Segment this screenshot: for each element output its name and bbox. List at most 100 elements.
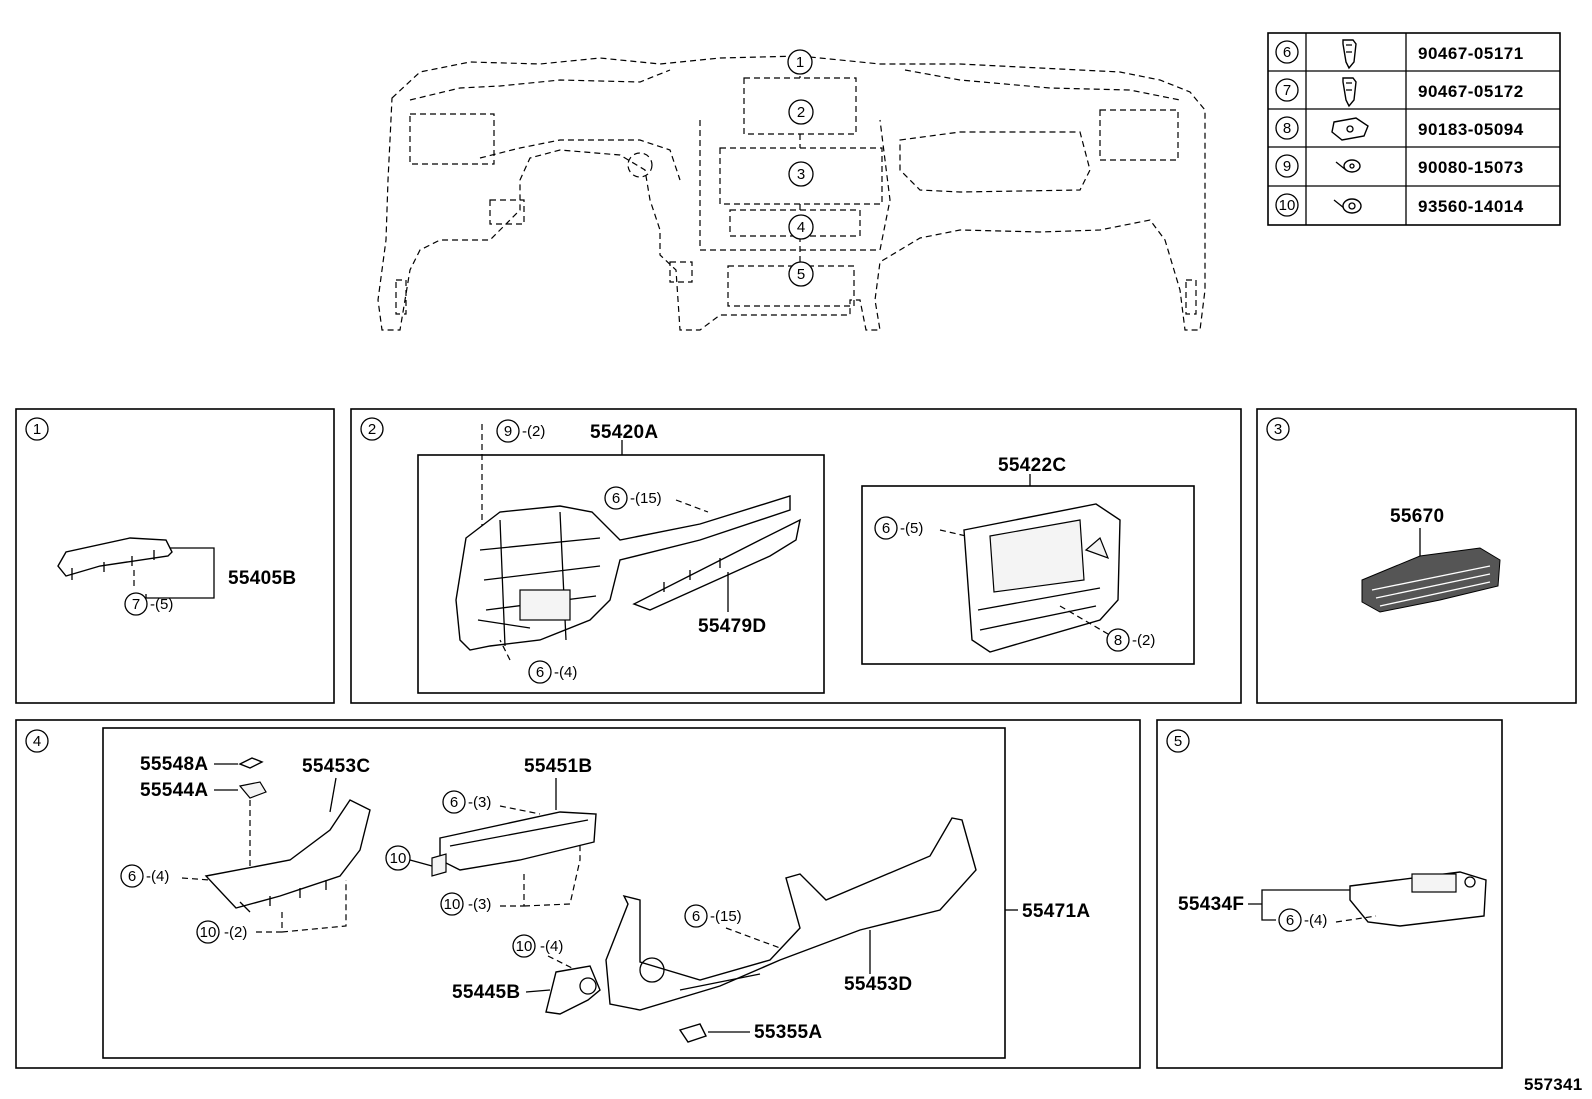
callout-number: 9: [1283, 158, 1291, 175]
svg-text:-(4): -(4): [1304, 912, 1327, 929]
panel-number-3: 3: [1266, 417, 1290, 441]
fastener-row-7[interactable]: 7 90467-05172: [1275, 77, 1524, 108]
part-55405B-drawing[interactable]: [57, 537, 173, 580]
panel-3: 3 55670: [1256, 408, 1577, 704]
svg-text:5: 5: [1174, 733, 1182, 750]
part-55670-drawing[interactable]: [1361, 547, 1501, 613]
svg-text:-(4): -(4): [146, 868, 169, 885]
dashboard-overview: 1 2 3 4 5: [377, 49, 1206, 331]
overview-callout-1[interactable]: 1: [787, 49, 813, 75]
fastener-callout-6-4-b[interactable]: 6 -(4): [1278, 908, 1327, 932]
fastener-callout-10-a[interactable]: 10: [385, 845, 411, 871]
svg-text:-(5): -(5): [900, 520, 923, 537]
overview-callout-3[interactable]: 3: [788, 161, 814, 187]
part-55479D-drawing[interactable]: [632, 518, 801, 611]
svg-text:-(4): -(4): [540, 938, 563, 955]
part-label-55479D[interactable]: 55479D: [698, 616, 766, 637]
part-55420A-drawing[interactable]: [455, 495, 791, 651]
part-label-55548A[interactable]: 55548A: [140, 754, 208, 775]
svg-text:6: 6: [1286, 912, 1294, 929]
part-55451B-drawing[interactable]: [431, 811, 597, 877]
part-label-55670[interactable]: 55670: [1390, 506, 1444, 527]
part-55422C-drawing[interactable]: [963, 503, 1121, 653]
fastener-row-10[interactable]: 10 93560-14014: [1275, 193, 1524, 217]
svg-text:2: 2: [368, 421, 376, 438]
svg-text:-(15): -(15): [630, 490, 662, 507]
part-label-55451B[interactable]: 55451B: [524, 756, 592, 777]
part-number: 90467-05172: [1418, 82, 1524, 101]
fastener-table: 6 90467-05171 7 90467-05172 8: [1267, 32, 1561, 226]
svg-text:4: 4: [33, 733, 41, 750]
svg-text:6: 6: [882, 520, 890, 537]
callout-number: 10: [1279, 197, 1296, 214]
svg-text:6: 6: [128, 868, 136, 885]
part-label-55420A[interactable]: 55420A: [590, 422, 658, 443]
fastener-callout-10-2[interactable]: 10 -(2): [196, 920, 247, 944]
panel-number-1: 1: [25, 417, 49, 441]
svg-text:7: 7: [132, 596, 140, 613]
part-55544A-drawing[interactable]: [238, 781, 267, 799]
svg-text:6: 6: [692, 908, 700, 925]
svg-text:8: 8: [1114, 632, 1122, 649]
part-label-55544A[interactable]: 55544A: [140, 780, 208, 801]
fastener-callout-7[interactable]: 7 -(5): [124, 592, 173, 616]
fastener-callout-6-3[interactable]: 6 -(3): [442, 790, 491, 814]
part-label-55355A[interactable]: 55355A: [754, 1022, 822, 1043]
svg-text:-(15): -(15): [710, 908, 742, 925]
svg-text:10: 10: [516, 938, 533, 955]
fastener-callout-6-4-a[interactable]: 6 -(4): [120, 864, 169, 888]
part-label-55471A[interactable]: 55471A: [1022, 901, 1090, 922]
bolt-icon: [1333, 198, 1362, 214]
part-55453D-drawing[interactable]: [605, 817, 977, 1011]
nut-icon: [1331, 117, 1369, 141]
svg-text:6: 6: [536, 664, 544, 681]
svg-text:4: 4: [797, 219, 805, 236]
svg-text:5: 5: [797, 266, 805, 283]
part-label-55445B[interactable]: 55445B: [452, 982, 520, 1003]
part-55445B-drawing[interactable]: [545, 965, 601, 1015]
part-55548A-drawing[interactable]: [238, 757, 264, 769]
overview-callout-5[interactable]: 5: [788, 261, 814, 287]
diagram-id: 557341: [1524, 1075, 1583, 1094]
fastener-callout-8[interactable]: 8 -(2): [1106, 628, 1155, 652]
part-55434F-drawing[interactable]: [1349, 871, 1487, 927]
clip-icon: [1342, 77, 1357, 108]
svg-text:3: 3: [1274, 421, 1282, 438]
bolt-icon: [1335, 159, 1361, 173]
fastener-row-8[interactable]: 8 90183-05094: [1275, 116, 1524, 141]
svg-text:9: 9: [504, 423, 512, 440]
svg-text:-(5): -(5): [150, 596, 173, 613]
svg-text:1: 1: [796, 54, 804, 71]
svg-text:10: 10: [200, 924, 217, 941]
fastener-callout-6-15-b[interactable]: 6 -(15): [684, 904, 742, 928]
svg-text:10: 10: [390, 850, 407, 867]
fastener-callout-6-5[interactable]: 6 -(5): [874, 516, 923, 540]
part-55355A-drawing[interactable]: [678, 1023, 707, 1043]
panel-5: 5 55434F 6 -(4): [1156, 719, 1503, 1069]
fastener-callout-6-4[interactable]: 6 -(4): [528, 660, 577, 684]
part-label-55453C[interactable]: 55453C: [302, 756, 370, 777]
part-55453C-drawing[interactable]: [204, 799, 371, 913]
svg-text:2: 2: [797, 104, 805, 121]
fastener-callout-10-3[interactable]: 10 -(3): [440, 892, 491, 916]
part-label-55434F[interactable]: 55434F: [1178, 894, 1244, 915]
fastener-row-9[interactable]: 9 90080-15073: [1275, 154, 1524, 178]
part-label-55405B[interactable]: 55405B: [228, 568, 296, 589]
callout-number: 7: [1283, 82, 1291, 99]
panel-number-5: 5: [1166, 729, 1190, 753]
svg-text:-(3): -(3): [468, 794, 491, 811]
fastener-callout-6-15[interactable]: 6 -(15): [604, 486, 662, 510]
overview-callout-4[interactable]: 4: [788, 214, 814, 240]
fastener-callout-9[interactable]: 9 -(2): [496, 419, 545, 443]
part-label-55453D[interactable]: 55453D: [844, 974, 912, 995]
fastener-row-6[interactable]: 6 90467-05171: [1275, 39, 1524, 70]
svg-text:10: 10: [444, 896, 461, 913]
part-label-55422C[interactable]: 55422C: [998, 455, 1066, 476]
panel-1: 1 55405B 7 -(5): [15, 408, 335, 704]
overview-callout-2[interactable]: 2: [788, 99, 814, 125]
panel-number-4: 4: [25, 729, 49, 753]
part-number: 90080-15073: [1418, 158, 1524, 177]
fastener-callout-10-4[interactable]: 10 -(4): [512, 934, 563, 958]
